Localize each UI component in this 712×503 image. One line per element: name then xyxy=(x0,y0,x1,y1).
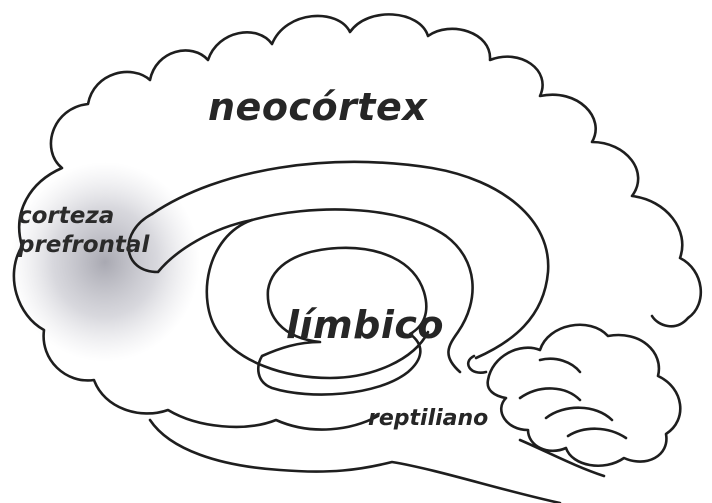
label-reptiliano: reptiliano xyxy=(368,408,488,430)
brainstem-inner-edge xyxy=(520,440,604,476)
label-prefrontal-line1: corteza xyxy=(18,202,149,231)
label-prefrontal-line2: prefrontal xyxy=(18,231,149,260)
limbic-inner-curve xyxy=(207,209,473,378)
label-corteza-prefrontal: corteza prefrontal xyxy=(18,202,149,261)
label-neocortex: neocórtex xyxy=(208,88,427,126)
prefrontal-cortex-shading xyxy=(10,162,200,362)
cerebellum-outline xyxy=(488,325,681,466)
label-limbico: límbico xyxy=(286,306,444,344)
cerebellum-folds xyxy=(520,359,626,438)
brainstem-outline xyxy=(150,420,560,503)
